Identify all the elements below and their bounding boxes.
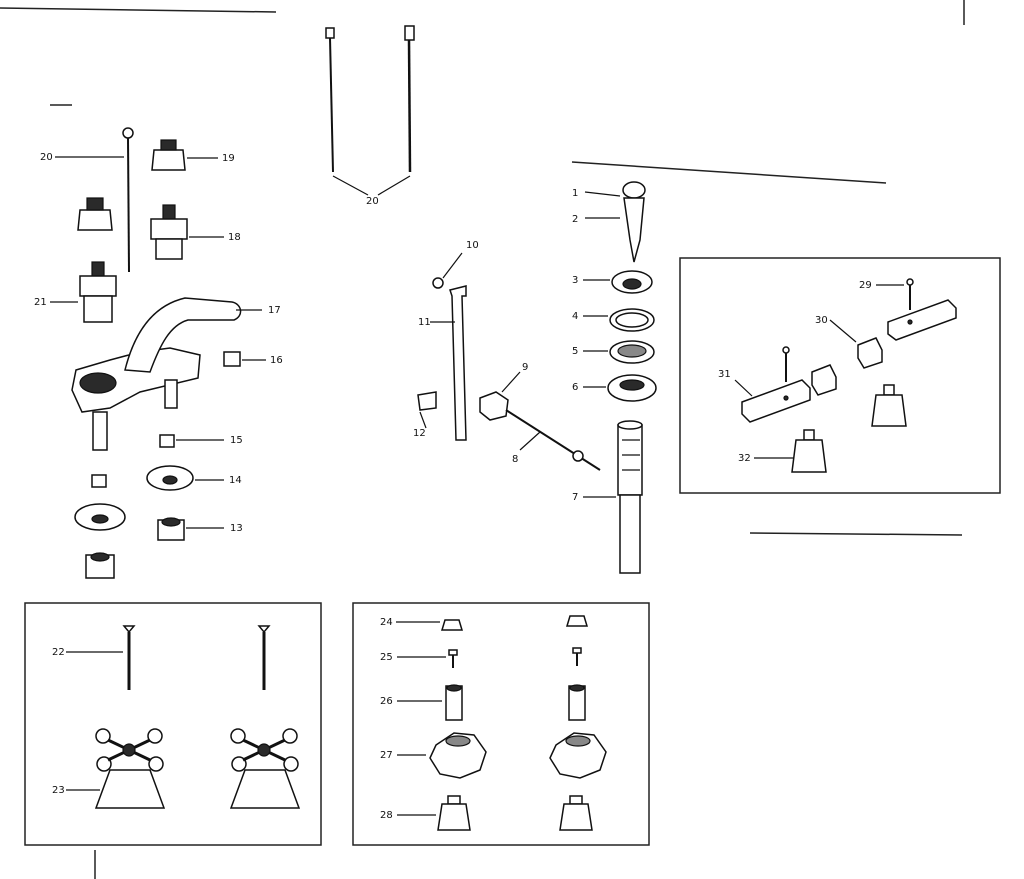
mounting-nut-13 bbox=[157, 517, 224, 541]
washer-left bbox=[91, 474, 107, 488]
top-rule bbox=[0, 7, 277, 13]
lever-handle-31 bbox=[734, 379, 811, 423]
callout-1: 1 bbox=[572, 188, 578, 199]
callout-30: 30 bbox=[815, 315, 828, 326]
adapter-26-left bbox=[397, 684, 463, 721]
callout-28: 28 bbox=[380, 810, 393, 821]
cap-24-left bbox=[396, 619, 464, 631]
cartridge-18 bbox=[150, 204, 224, 260]
callout-20b: 20 bbox=[366, 196, 379, 207]
nut-16 bbox=[223, 351, 266, 367]
screw-left-inset bbox=[782, 346, 790, 382]
screw-29 bbox=[876, 278, 914, 310]
escutcheon-32 bbox=[754, 429, 827, 473]
faucet-body-17 bbox=[71, 297, 262, 451]
nut-6 bbox=[583, 374, 657, 402]
pivot-nut-9 bbox=[479, 371, 521, 421]
cartridge-21 bbox=[50, 261, 117, 323]
callout-17: 17 bbox=[268, 305, 281, 316]
screw-25-left bbox=[397, 649, 458, 668]
washer-5 bbox=[583, 340, 655, 364]
lever-handle-right bbox=[887, 299, 957, 341]
escutcheon-28-left bbox=[397, 795, 471, 831]
knob-right bbox=[549, 732, 607, 779]
callout-25: 25 bbox=[380, 652, 393, 663]
callout-32: 32 bbox=[738, 453, 751, 464]
flange-3 bbox=[583, 270, 653, 294]
escutcheon-right-knob bbox=[559, 795, 593, 831]
cap-nut-left bbox=[77, 197, 113, 231]
callout-18: 18 bbox=[228, 232, 241, 243]
lift-rod-left bbox=[55, 127, 134, 273]
callout-31: 31 bbox=[718, 369, 731, 380]
callout-26: 26 bbox=[380, 696, 393, 707]
stopper-stem-2 bbox=[585, 197, 645, 263]
callout-14: 14 bbox=[229, 475, 242, 486]
adapter-30 bbox=[829, 319, 883, 369]
adapter-left-inset bbox=[811, 364, 837, 396]
callout-8: 8 bbox=[512, 454, 518, 465]
screw-22-right bbox=[257, 625, 271, 690]
cross-handle-right bbox=[229, 728, 301, 809]
callout-11: 11 bbox=[418, 317, 431, 328]
callout-7: 7 bbox=[572, 492, 578, 503]
callout-15: 15 bbox=[230, 435, 243, 446]
washer-15 bbox=[159, 434, 224, 448]
cap-nut-19 bbox=[151, 139, 218, 171]
lift-rod-pair bbox=[325, 25, 415, 196]
knob-handle-inset-box bbox=[352, 602, 650, 846]
callout-2: 2 bbox=[572, 214, 578, 225]
callout-3: 3 bbox=[572, 275, 578, 286]
drain-rule bbox=[571, 161, 887, 184]
callout-9: 9 bbox=[522, 362, 528, 373]
callout-22: 22 bbox=[52, 647, 65, 658]
callout-29: 29 bbox=[859, 280, 872, 291]
callout-27: 27 bbox=[380, 750, 393, 761]
escutcheon-right bbox=[871, 384, 907, 427]
callout-24: 24 bbox=[380, 617, 393, 628]
stopper-1 bbox=[584, 181, 646, 199]
cap-right bbox=[565, 615, 589, 627]
adapter-right bbox=[568, 684, 586, 721]
knob-27-left bbox=[397, 732, 487, 779]
extension-strap-11 bbox=[430, 285, 467, 441]
callout-20a: 20 bbox=[40, 152, 53, 163]
callout-21: 21 bbox=[34, 297, 47, 308]
pivot-rod-8 bbox=[505, 409, 601, 471]
drain-body-7 bbox=[583, 420, 643, 574]
callout-5: 5 bbox=[572, 346, 578, 357]
callout-19: 19 bbox=[222, 153, 235, 164]
callout-13: 13 bbox=[230, 523, 243, 534]
callout-23: 23 bbox=[52, 785, 65, 796]
cross-handle-23-left bbox=[66, 728, 166, 809]
gasket-left bbox=[74, 503, 126, 531]
lower-right-rule bbox=[749, 532, 963, 536]
screw-22-left bbox=[66, 625, 136, 690]
callout-10: 10 bbox=[466, 240, 479, 251]
cross-handle-inset-box bbox=[24, 602, 322, 846]
screw-right bbox=[572, 647, 582, 666]
callout-6: 6 bbox=[572, 382, 578, 393]
callout-4: 4 bbox=[572, 311, 578, 322]
callout-16: 16 bbox=[270, 355, 283, 366]
gasket-14 bbox=[146, 465, 224, 491]
callout-12: 12 bbox=[413, 428, 426, 439]
mounting-nut-left bbox=[85, 552, 115, 579]
clip-10 bbox=[432, 252, 463, 289]
gasket-4 bbox=[583, 308, 655, 332]
spring-clip-12 bbox=[417, 391, 437, 429]
lever-handle-inset-box bbox=[679, 257, 1001, 494]
